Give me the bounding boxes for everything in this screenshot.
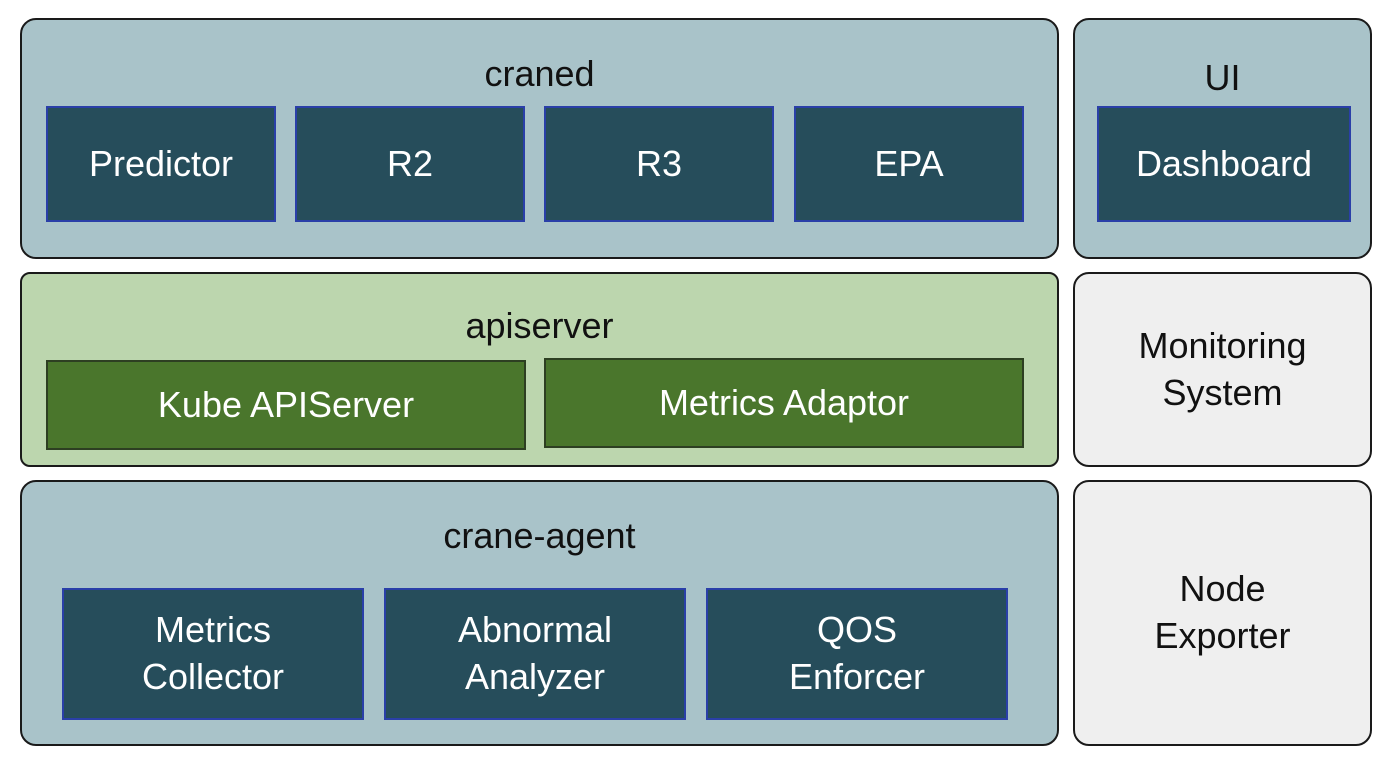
- crane-agent-title: crane-agent: [443, 515, 636, 556]
- kube-apiserver-box: Kube APIServer: [46, 360, 526, 450]
- apiserver-panel: apiserver Kube APIServer Metrics Adaptor: [20, 272, 1059, 467]
- abnormal-analyzer-box: Abnormal Analyzer: [384, 588, 686, 720]
- monitoring-system-label: Monitoring System: [1138, 324, 1307, 413]
- epa-box: EPA: [794, 106, 1024, 222]
- apiserver-title: apiserver: [465, 305, 614, 346]
- r3-box: R3: [544, 106, 774, 222]
- craned-panel: craned Predictor R2 R3 EPA: [20, 18, 1059, 259]
- ui-title: UI: [1204, 57, 1241, 98]
- metrics-adaptor-box: Metrics Adaptor: [544, 358, 1024, 448]
- r2-box: R2: [295, 106, 525, 222]
- node-exporter-panel: Node Exporter: [1073, 480, 1372, 746]
- metrics-collector-box: Metrics Collector: [62, 588, 364, 720]
- craned-title: craned: [484, 53, 595, 94]
- ui-panel: UI Dashboard: [1073, 18, 1372, 259]
- node-exporter-label: Node Exporter: [1154, 568, 1291, 656]
- predictor-box: Predictor: [46, 106, 276, 222]
- dashboard-box: Dashboard: [1097, 106, 1351, 222]
- qos-enforcer-box: QOS Enforcer: [706, 588, 1008, 720]
- monitoring-system-panel: Monitoring System: [1073, 272, 1372, 467]
- crane-agent-panel: crane-agent Metrics Collector Abnormal A…: [20, 480, 1059, 746]
